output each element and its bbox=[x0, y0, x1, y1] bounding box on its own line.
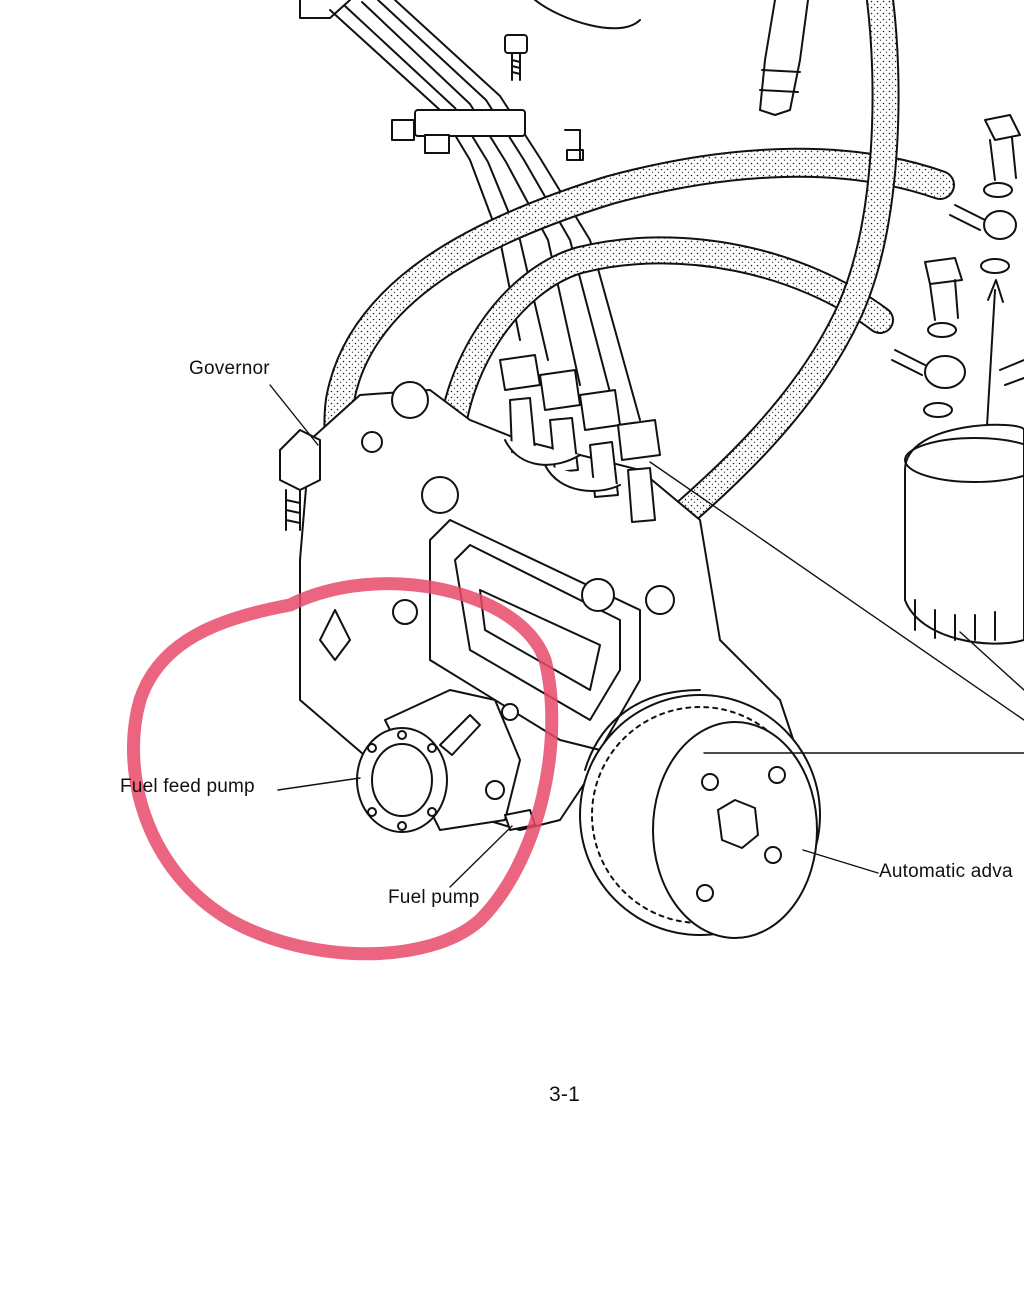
clamp-bolt bbox=[504, 34, 528, 81]
fuel-feed-pump-label: Fuel feed pump bbox=[120, 776, 255, 797]
injection-pipe-bundle bbox=[299, 0, 641, 421]
automatic-advance-gear bbox=[579, 689, 821, 939]
pipe-clamp bbox=[391, 109, 526, 154]
leader-lines bbox=[269, 384, 1024, 888]
fuel-pump-label: Fuel pump bbox=[388, 887, 480, 908]
governor-assembly bbox=[279, 429, 383, 531]
fuel-feed-pump bbox=[356, 689, 536, 833]
automatic-advance-label: Automatic adva bbox=[879, 861, 1013, 882]
clamp-nut bbox=[564, 129, 584, 161]
nozzle-holder bbox=[534, 0, 809, 116]
highlight-circle bbox=[127, 577, 559, 961]
delivery-valves bbox=[499, 354, 661, 523]
fuel-filter-body bbox=[904, 359, 1024, 645]
page-number: 3-1 bbox=[549, 1083, 580, 1106]
banjo-bolt-upper bbox=[949, 114, 1021, 274]
governor-label: Governor bbox=[189, 358, 270, 379]
